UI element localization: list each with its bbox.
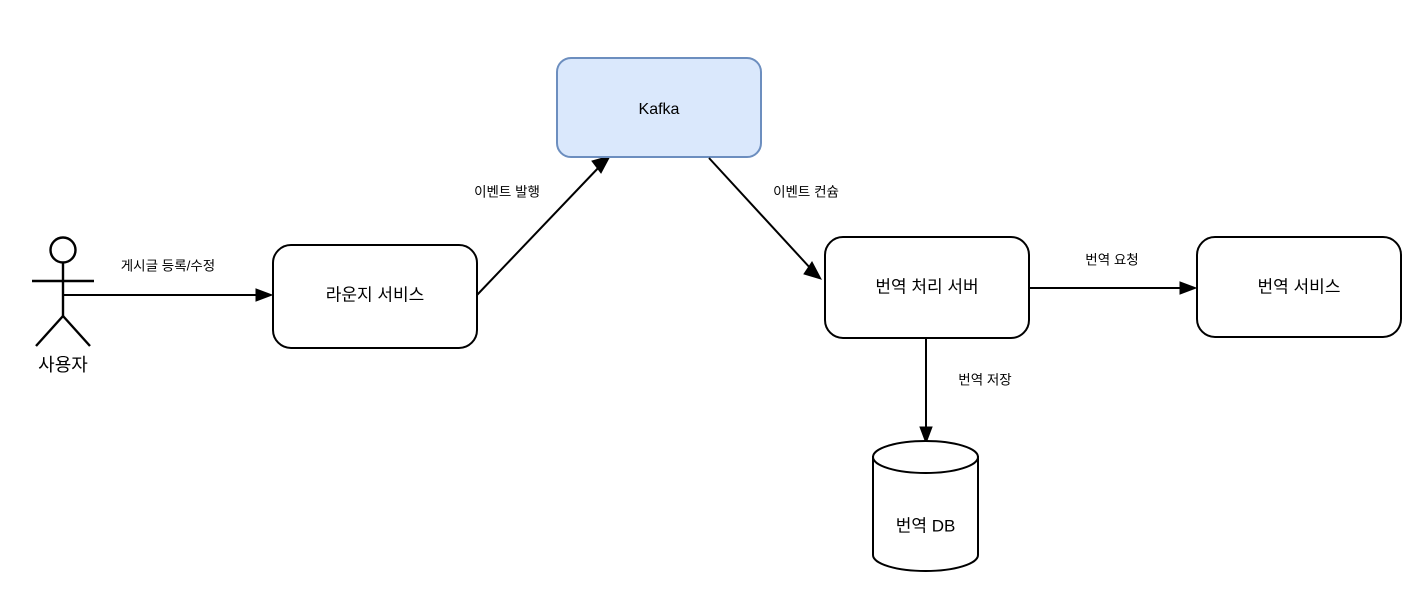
actor-leg-right [62,315,91,347]
edge-kafka-to-server-label: 이벤트 컨슘 [773,185,839,200]
edge-user-to-lounge-label: 게시글 등록/수정 [121,259,215,274]
edge-server-to-db[interactable]: 번역 저장 [919,338,1012,445]
edge-lounge-to-kafka[interactable]: 이벤트 발행 [474,155,611,296]
actor-user-label: 사용자 [38,355,88,375]
actor-head-icon [49,236,77,264]
edge-server-to-service[interactable]: 번역 요청 [1029,253,1198,295]
edge-kafka-to-server-arrowhead [803,261,822,280]
kafka-box [556,57,762,158]
edge-server-to-db-arrowhead [919,426,933,445]
lounge-service-label: 라운지 서비스 [326,285,425,304]
edge-user-to-lounge[interactable]: 게시글 등록/수정 [63,259,274,302]
translation-service-label: 번역 서비스 [1258,277,1341,296]
node-lounge-service[interactable]: 라운지 서비스 [272,244,478,349]
node-translation-service[interactable]: 번역 서비스 [1196,236,1402,338]
edge-server-to-service-label: 번역 요청 [1085,253,1138,268]
node-actor-user[interactable]: 사용자 [32,236,94,375]
translation-processing-server-label: 번역 처리 서버 [875,277,978,296]
actor-leg-left [35,315,64,347]
translation-service-box [1196,236,1402,338]
translation-db-label: 번역 DB [896,516,956,535]
node-translation-db[interactable]: 번역 DB [872,440,979,572]
edge-kafka-to-server-line [708,157,813,271]
edge-lounge-to-kafka-line [476,164,602,296]
translation-db-cylinder-body [872,456,979,572]
edge-server-to-service-arrowhead [1179,281,1198,295]
kafka-label: Kafka [639,101,680,118]
node-kafka[interactable]: Kafka [556,57,762,158]
node-translation-processing-server[interactable]: 번역 처리 서버 [824,236,1030,339]
lounge-service-box [272,244,478,349]
edge-lounge-to-kafka-label: 이벤트 발행 [474,185,540,200]
edge-kafka-to-server[interactable]: 이벤트 컨슘 [708,157,839,280]
edge-user-to-lounge-arrowhead [255,288,274,302]
translation-db-cylinder-top [872,440,979,474]
edge-server-to-db-label: 번역 저장 [958,373,1011,388]
edge-lounge-to-kafka-arrowhead [591,155,611,174]
